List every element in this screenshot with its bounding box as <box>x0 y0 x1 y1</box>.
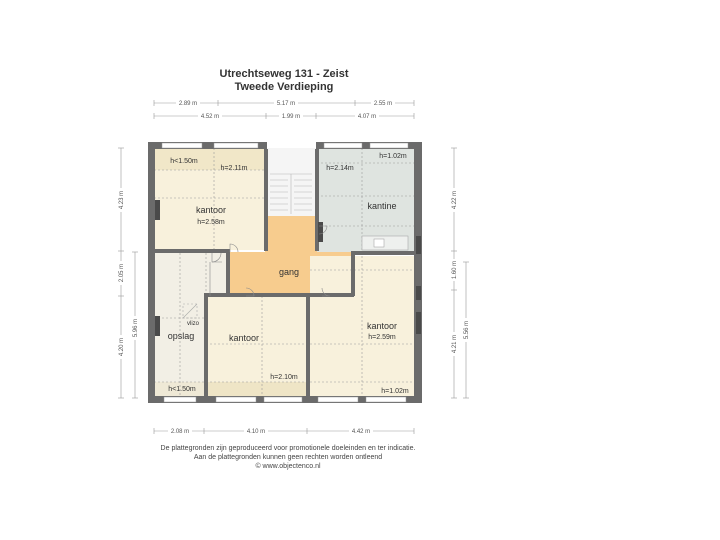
room-label-kantoor-s: kantoor <box>229 333 259 343</box>
dim-bottom-3: 4.42 m <box>352 429 370 435</box>
dim-top-2: 5.17 m <box>277 101 295 107</box>
plan-title: Utrechtseweg 131 - Zeist <box>219 68 349 80</box>
room-label-kantoor-nw: kantoor <box>196 205 226 215</box>
dim-top-4: 4.52 m <box>201 114 219 120</box>
wall-kantoor-divider <box>306 293 310 397</box>
wall-stair-right <box>315 149 319 251</box>
bottom-dimensions <box>153 428 415 434</box>
room-kantoor-s <box>206 296 308 398</box>
dim-top-5: 1.99 m <box>282 114 300 120</box>
low-label-kantoor-se: h=1.02m <box>381 388 409 395</box>
room-label-kantine: kantine <box>367 201 396 211</box>
room-height-kantoor-s: h=2.10m <box>270 374 298 381</box>
low-label-kantoor-nw: h<1.50m <box>170 158 198 165</box>
dim-left-3: 4.20 m <box>119 338 125 356</box>
room-height-kantoor-nw: h=2.58m <box>197 219 225 226</box>
kitchen-counter <box>361 235 409 251</box>
dim-right-2: 1.60 m <box>452 261 458 279</box>
room-label-kantoor-se: kantoor <box>367 321 397 331</box>
wall-kantine-bottom <box>352 251 414 255</box>
low-label-opslag: h<1.50m <box>168 386 196 393</box>
low-label-kantine-2: h=1.02m <box>379 153 407 160</box>
room-height-kantoor-se: h=2.59m <box>368 334 396 341</box>
wall-left <box>148 142 155 403</box>
wall-gang-left <box>226 249 230 296</box>
dim-left-1: 4.23 m <box>119 191 125 209</box>
room-kantine <box>317 148 414 253</box>
gang-upper <box>265 216 317 252</box>
dim-top-3: 2.55 m <box>374 101 392 107</box>
wall-gang-right <box>351 251 355 296</box>
vlizo-hatch-icon <box>182 303 198 319</box>
room-kantoor-se <box>310 256 414 398</box>
dim-bottom-1: 2.08 m <box>171 429 189 435</box>
low-label-kantine: h=2.14m <box>326 165 354 172</box>
copyright: © www.objectenco.nl <box>255 463 321 470</box>
dim-top-1: 2.89 m <box>179 101 197 107</box>
wall-gang-bottom <box>206 293 354 297</box>
doors <box>209 225 331 297</box>
disclaimer-line-1: De plattegronden zijn geproduceerd voor … <box>160 445 416 452</box>
dim-right-4: 5.56 m <box>464 321 470 339</box>
low-label-kantoor-nw-2: h=2.11m <box>221 165 248 172</box>
dim-bottom-2: 4.10 m <box>247 429 265 435</box>
wall-opslag-right <box>204 293 208 397</box>
dim-right-3: 4.21 m <box>452 335 458 353</box>
dim-right-1: 4.22 m <box>452 191 458 209</box>
stairs <box>270 173 312 214</box>
room-fills <box>154 148 414 398</box>
wall-nw-bottom <box>155 249 229 253</box>
disclaimer-line-2: Aan de plattegronden kunnen geen rechten… <box>193 454 383 461</box>
dim-left-4: 5.96 m <box>133 319 139 337</box>
low-zone-kantoor-nw <box>154 148 265 170</box>
dim-top-6: 4.07 m <box>358 114 376 120</box>
wall-stair-left <box>264 149 268 251</box>
windows <box>161 142 409 403</box>
wall-top-left <box>148 142 267 149</box>
low-zone-kantoor-s <box>206 382 308 398</box>
plan-subtitle: Tweede Verdieping <box>234 81 334 93</box>
wall-top-right <box>316 142 422 149</box>
room-label-opslag: opslag <box>168 331 195 341</box>
vlizo-label: vlizo <box>187 321 200 327</box>
wall-right <box>414 142 422 403</box>
height-lines <box>154 148 414 398</box>
window-markers <box>155 200 421 336</box>
room-label-gang: gang <box>279 267 299 277</box>
dim-left-2: 2.05 m <box>119 264 125 282</box>
